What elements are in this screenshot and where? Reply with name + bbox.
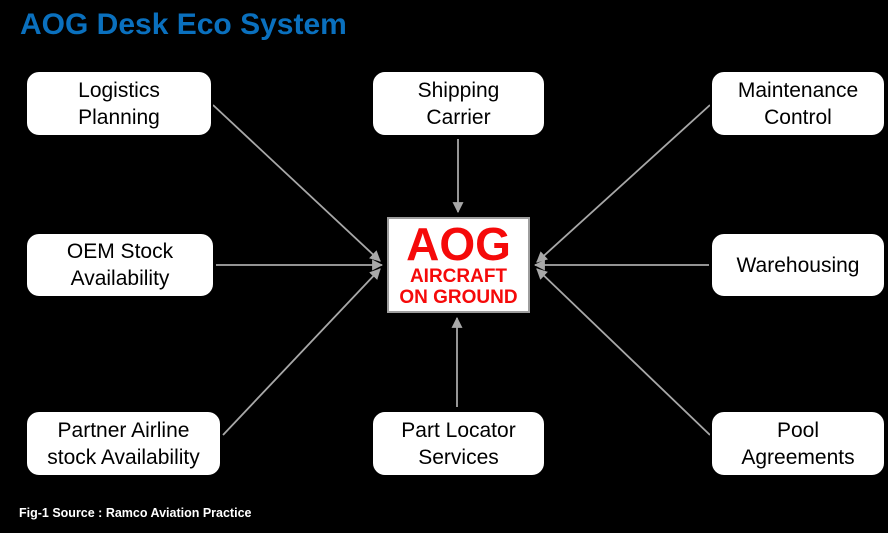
node-label-line: Services [418,445,499,469]
node-label-line: Planning [78,105,160,129]
node-label-line: stock Availability [47,445,200,469]
node-label-line: Partner Airline [57,418,190,442]
arrow-logistics-to-aog [212,104,381,262]
node-oem-stock-availability: OEM Stock Availability [25,232,215,298]
arrow-pool-to-aog [536,268,711,436]
node-label-line: Maintenance [737,78,859,102]
node-part-locator-services: Part Locator Services [371,410,546,477]
node-label-line: Shipping [417,78,500,102]
node-warehousing: Warehousing [710,232,886,298]
aog-subtitle-line: ON GROUND [399,287,518,308]
node-label-line: Control [764,105,832,129]
figure-caption: Fig-1 Source : Ramco Aviation Practice [19,506,252,520]
node-label-line: Logistics [78,78,160,102]
arrow-maintenance-to-aog [536,104,711,263]
node-label-line: Part Locator [401,418,516,442]
arrow-partner-to-aog [222,268,381,436]
page-title: AOG Desk Eco System [20,8,347,41]
aog-subtitle-line: AIRCRAFT [409,266,508,287]
node-label-line: Pool [776,418,820,442]
node-partner-airline-stock-availability: Partner Airline stock Availability [25,410,222,477]
node-label-line: OEM Stock [66,240,174,263]
node-maintenance-control: Maintenance Control [710,70,886,137]
center-node-aog: AOG AIRCRAFT ON GROUND [387,217,530,313]
node-pool-agreements: Pool Agreements [710,410,886,477]
node-label-line: Availability [70,267,170,290]
node-label-line: Agreements [741,445,855,469]
aog-acronym: AOG [406,218,511,270]
node-logistics-planning: Logistics Planning [25,70,213,137]
node-label-line: Warehousing [736,253,860,277]
node-label-line: Carrier [426,105,491,129]
node-shipping-carrier: Shipping Carrier [371,70,546,137]
